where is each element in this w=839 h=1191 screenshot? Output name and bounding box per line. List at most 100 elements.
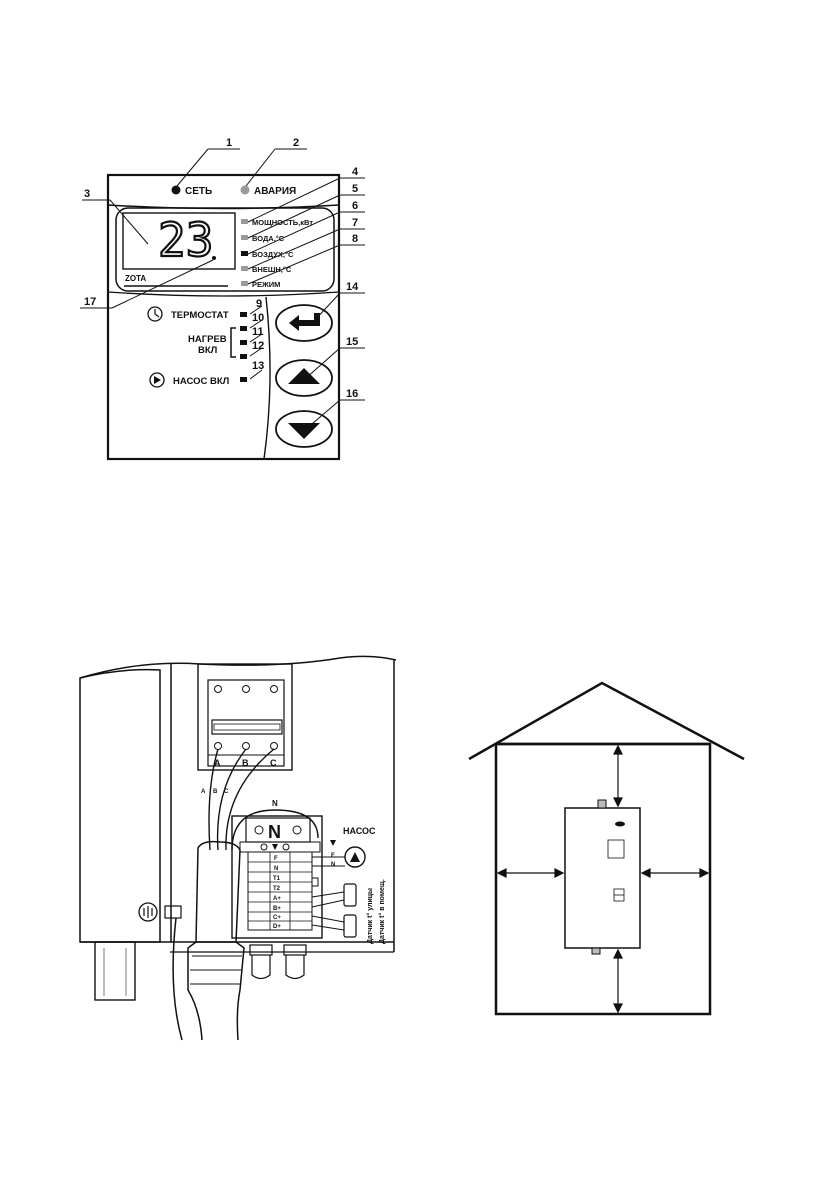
term-c-plus: C+ (273, 915, 281, 921)
boiler-display (607, 839, 625, 859)
callouts (80, 148, 365, 430)
term-t2: T2 (273, 886, 281, 892)
pump-icon (149, 372, 165, 388)
pump-label: НАСОС ВКЛ (173, 376, 230, 387)
terminal-box (197, 663, 293, 771)
indicator-led-power (241, 219, 248, 224)
cable-gland-1 (251, 955, 271, 980)
callout-11: 11 (252, 326, 264, 338)
display-bottom-curve (107, 291, 340, 297)
heating-led-2 (240, 340, 247, 345)
boiler-logo (615, 821, 625, 827)
button-zone-curve (263, 296, 271, 460)
cable-bundle (195, 840, 241, 943)
callout-6: 6 (352, 200, 358, 212)
alarm-label: АВАРИЯ (254, 186, 296, 197)
display-value: 23 (158, 213, 213, 267)
indicator-led-outside (241, 266, 248, 271)
sensor-street-label: Датчик t° улицы (366, 888, 374, 944)
alarm-led (240, 185, 250, 195)
pump-led (240, 377, 247, 382)
wire-a: A (201, 789, 206, 795)
terminal-c: C (270, 758, 277, 768)
callout-12: 12 (252, 340, 264, 352)
term-n: N (274, 866, 278, 872)
indicator-power: МОЩНОСТЬ,кВт (252, 218, 313, 227)
indicator-led-mode (241, 281, 248, 286)
pump-ground-icon (330, 840, 336, 846)
indicator-air: ВОЗДУХ,°С (252, 250, 294, 259)
callout-14: 14 (346, 281, 359, 293)
wire-b: B (213, 789, 218, 795)
ground-bolt (164, 905, 182, 919)
callout-5: 5 (352, 183, 358, 195)
indicator-water: ВОДА,°С (252, 234, 285, 243)
neutral-bar-label: N (268, 822, 281, 842)
callout-10: 10 (252, 312, 264, 324)
heating-led-1 (240, 326, 247, 331)
callout-17: 17 (84, 296, 96, 308)
callout-7: 7 (352, 217, 358, 229)
terminal-strip (231, 815, 323, 939)
lcd-screen (122, 212, 236, 270)
display-dot (212, 256, 216, 260)
heating-bracket (230, 327, 236, 358)
wire-c: C (224, 789, 229, 795)
callout-16: 16 (346, 388, 358, 400)
up-button[interactable] (275, 359, 333, 397)
sensor-room-icon (343, 914, 357, 938)
terminal-a: A (214, 758, 221, 768)
callout-13: 13 (252, 360, 264, 372)
indicator-mode: РЕЖИМ (252, 280, 280, 289)
cut-line-top (79, 655, 397, 679)
cable-gland-2 (285, 955, 305, 980)
pump-term-n: N (331, 862, 335, 868)
terminal-rows: F N T1 T2 A+ B+ C+ D+ (247, 851, 313, 931)
term-f: F (274, 856, 278, 862)
callout-9: 9 (256, 298, 262, 310)
pump-title: НАСОС (343, 826, 376, 836)
term-d-plus: D+ (273, 924, 281, 930)
indicator-led-air (241, 251, 248, 256)
callout-8: 8 (352, 233, 358, 245)
sensor-room-label: Датчик t° в помещ. (378, 879, 386, 944)
installation-diagram (468, 681, 745, 1016)
enter-button[interactable] (275, 304, 333, 342)
thermostat-led (240, 312, 247, 317)
term-b-plus: B+ (273, 906, 281, 912)
terminal-b: B (242, 758, 249, 768)
heating-label-2: ВКЛ (198, 345, 218, 356)
display-housing (115, 207, 335, 292)
down-button[interactable] (275, 410, 333, 448)
indicator-outside: ВНЕШН,°С (252, 265, 292, 274)
callout-numbers: 1 2 3 4 5 6 7 8 9 10 11 12 13 14 15 16 1… (84, 137, 359, 400)
control-panel: СЕТЬ АВАРИЯ 23 ZOTA МОЩНОСТЬ,кВт ВОДА,°С… (106, 173, 341, 461)
callout-1: 1 (226, 137, 232, 149)
term-a-plus: A+ (273, 896, 281, 902)
heating-label-1: НАГРЕВ (188, 334, 227, 345)
enter-arrow-icon (289, 313, 320, 331)
arrow-down-icon (288, 423, 320, 439)
power-label: СЕТЬ (185, 186, 212, 197)
heater-element (94, 941, 136, 1001)
indicator-led-water (241, 235, 248, 240)
sensor-street-icon (343, 883, 357, 907)
wiring-diagram: A B C A B C N N (79, 655, 397, 1041)
callout-3: 3 (84, 188, 90, 200)
thermostat-icon (147, 306, 163, 322)
pump-term-f: F (331, 853, 335, 859)
house-walls (494, 742, 712, 1016)
callout-15: 15 (346, 336, 358, 348)
arrow-up-icon (288, 368, 320, 384)
thermostat-label: ТЕРМОСТАТ (171, 310, 229, 321)
heating-led-3 (240, 354, 247, 359)
term-t1: T1 (273, 876, 281, 882)
boiler-unit (564, 807, 641, 949)
clearance-arrows (496, 744, 710, 1014)
house-roof (468, 681, 745, 761)
neutral-wire-label: N (272, 799, 278, 808)
ground-icon (138, 902, 158, 922)
power-led (171, 185, 181, 195)
boiler-housing (79, 668, 161, 943)
